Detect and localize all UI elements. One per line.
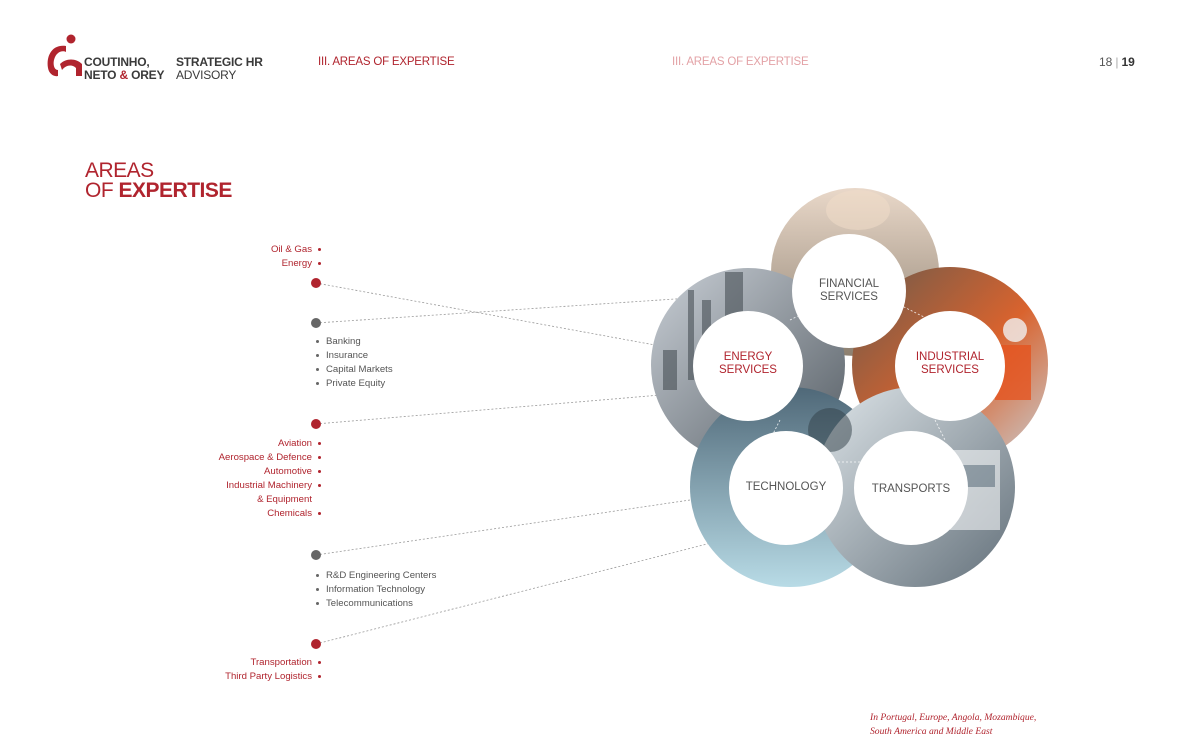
footer-line1: In Portugal, Europe, Angola, Mozambique, bbox=[870, 712, 1037, 723]
title-of: OF bbox=[85, 179, 114, 202]
circle-label-line: TRANSPORTS bbox=[871, 483, 951, 495]
list-item: Private Equity bbox=[316, 377, 393, 391]
page-title-line2: OF EXPERTISE bbox=[85, 180, 232, 202]
circle-label-line: FINANCIAL bbox=[818, 278, 880, 290]
brand-orey: OREY bbox=[131, 68, 165, 82]
node-industrial bbox=[311, 419, 321, 429]
section-title-right: III. AREAS OF EXPERTISE bbox=[672, 56, 809, 68]
list-energy: Oil & Gas Energy bbox=[271, 243, 321, 271]
node-transports bbox=[311, 639, 321, 649]
list-transports: Transportation Third Party Logistics bbox=[225, 656, 321, 684]
circle-label-line: SERVICES bbox=[719, 364, 777, 376]
technology-person-icon bbox=[808, 408, 852, 452]
list-financial: Banking Insurance Capital Markets Privat… bbox=[316, 335, 393, 391]
page-right-number: 19 bbox=[1121, 55, 1135, 69]
list-item: Third Party Logistics bbox=[225, 670, 321, 684]
advisory-label: ADVISORY bbox=[176, 68, 237, 82]
footer-note: In Portugal, Europe, Angola, Mozambique,… bbox=[870, 711, 1036, 739]
page-separator: | bbox=[1115, 55, 1119, 69]
circle-label-line: TECHNOLOGY bbox=[745, 481, 827, 493]
financial-woman-icon bbox=[826, 190, 890, 230]
brand-ampersand: & bbox=[119, 68, 128, 82]
page-title-line1: AREAS bbox=[85, 159, 154, 182]
brand-name-line2: NETO & OREY bbox=[84, 68, 164, 82]
circle-label-transports: TRANSPORTS bbox=[861, 483, 961, 496]
circle-label-technology: TECHNOLOGY bbox=[736, 481, 836, 494]
node-technology bbox=[311, 550, 321, 560]
list-item: Transportation bbox=[225, 656, 321, 670]
list-item: Oil & Gas bbox=[271, 243, 321, 257]
connector-technology bbox=[315, 499, 691, 556]
list-item: Telecommunications bbox=[316, 597, 436, 611]
list-industrial: Aviation Aerospace & Defence Automotive … bbox=[219, 437, 321, 521]
list-item: Banking bbox=[316, 335, 393, 349]
circle-label-industrial: INDUSTRIAL SERVICES bbox=[900, 351, 1000, 377]
list-item: Aviation bbox=[219, 437, 321, 451]
list-item: Chemicals bbox=[219, 507, 321, 521]
circle-label-line: ENERGY bbox=[723, 351, 773, 363]
brand-name-line1: COUTINHO, bbox=[84, 55, 150, 69]
circle-label-line: SERVICES bbox=[921, 364, 979, 376]
connector-financial bbox=[315, 297, 691, 324]
list-technology: R&D Engineering Centers Information Tech… bbox=[316, 569, 436, 611]
node-energy bbox=[311, 278, 321, 288]
list-item: Aerospace & Defence bbox=[219, 451, 321, 465]
list-item: Insurance bbox=[316, 349, 393, 363]
company-logo-icon bbox=[47, 34, 82, 77]
circle-label-line: INDUSTRIAL bbox=[915, 351, 985, 363]
list-item: R&D Engineering Centers bbox=[316, 569, 436, 583]
node-financial bbox=[311, 318, 321, 328]
circle-label-financial: FINANCIAL SERVICES bbox=[799, 278, 899, 304]
list-item: & Equipment bbox=[257, 494, 312, 505]
title-expertise: EXPERTISE bbox=[118, 179, 233, 202]
circle-label-energy: ENERGY SERVICES bbox=[698, 351, 798, 377]
brand-neto: NETO bbox=[84, 68, 117, 82]
footer-line2: South America and Middle East bbox=[870, 726, 993, 737]
list-item: Energy bbox=[271, 257, 321, 271]
section-title-left: III. AREAS OF EXPERTISE bbox=[318, 56, 455, 68]
strategic-hr-label: STRATEGIC HR bbox=[176, 55, 263, 69]
list-item: Information Technology bbox=[316, 583, 436, 597]
page-left-number: 18 bbox=[1099, 55, 1113, 69]
connector-energy bbox=[315, 282, 656, 346]
list-item: Industrial Machinery bbox=[219, 479, 321, 493]
circle-label-line: SERVICES bbox=[820, 291, 878, 303]
list-item: Automotive bbox=[219, 465, 321, 479]
list-item: Capital Markets bbox=[316, 363, 393, 377]
page-numbers: 18|19 bbox=[1099, 55, 1135, 69]
